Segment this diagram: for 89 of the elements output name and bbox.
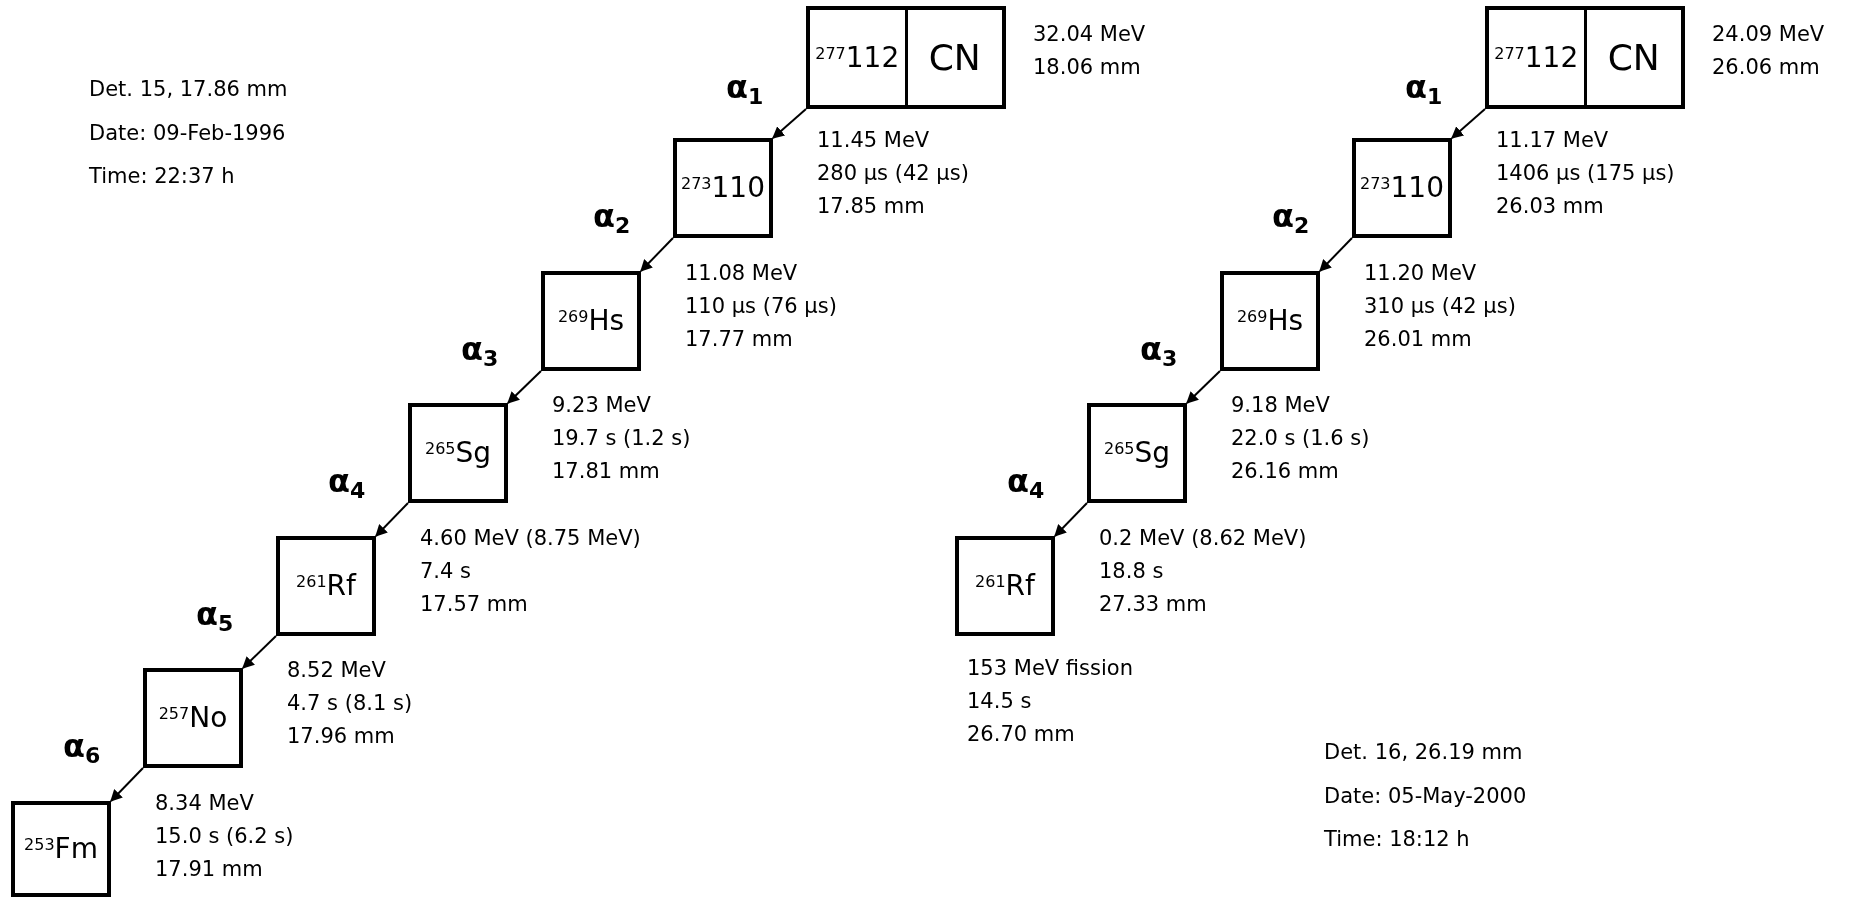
note-text: Date: 09-Feb-1996 — [89, 123, 286, 144]
edge-label: α$_{2}$ — [593, 200, 631, 232]
nuclide-box — [1220, 271, 1320, 371]
arrow — [375, 502, 409, 537]
decay-data-text: 0.2 MeV (8.62 MeV) — [1099, 528, 1307, 549]
nuclide-box — [1087, 403, 1187, 503]
decay-data-text: 19.7 s (1.2 s) — [552, 428, 691, 449]
nuclide-label: $^{257}$No — [158, 704, 228, 732]
nuclide-label: $^{253}$Fm — [24, 835, 98, 863]
nuclide-label: $^{261}$Rf — [296, 572, 356, 600]
decay-data-text: 1406 µs (175 µs) — [1496, 163, 1675, 184]
note-text: Det. 15, 17.86 mm — [89, 79, 288, 100]
arrow — [1054, 502, 1088, 537]
nuclide-label: CN — [928, 39, 981, 76]
decay-data-text: 26.06 mm — [1712, 57, 1820, 78]
nuclide-box — [673, 138, 773, 238]
nuclide-label: $^{277}$112 — [815, 43, 900, 72]
decay-data-text: 11.45 MeV — [817, 130, 930, 151]
decay-data-text: 4.7 s (8.1 s) — [287, 693, 413, 714]
nuclide-box — [955, 536, 1055, 636]
note-text: Time: 22:37 h — [89, 166, 235, 187]
decay-data-text: 17.77 mm — [685, 329, 793, 350]
arrow — [640, 237, 674, 272]
decay-data-text: 26.01 mm — [1364, 329, 1472, 350]
decay-data-text: 17.91 mm — [155, 859, 263, 880]
edge-label: α$_{3}$ — [461, 333, 499, 365]
nuclide-box — [276, 536, 376, 636]
nuclide-label: $^{261}$Rf — [975, 572, 1035, 600]
decay-data-text: 9.23 MeV — [552, 395, 651, 416]
decay-data-text: 22.0 s (1.6 s) — [1231, 428, 1370, 449]
decay-data-text: 17.81 mm — [552, 461, 660, 482]
decay-data-text: 310 µs (42 µs) — [1364, 296, 1516, 317]
decay-data-text: 15.0 s (6.2 s) — [155, 826, 294, 847]
decay-data-text: 8.52 MeV — [287, 660, 386, 681]
edge-label: α$_{4}$ — [328, 465, 366, 497]
decay-data-text: 11.08 MeV — [685, 263, 798, 284]
decay-data-text: 9.18 MeV — [1231, 395, 1330, 416]
edge-label: α$_{5}$ — [196, 598, 234, 630]
arrow — [772, 108, 807, 139]
nuclide-label: CN — [1607, 39, 1660, 76]
arrow — [242, 635, 277, 669]
decay-data-text: 280 µs (42 µs) — [817, 163, 969, 184]
nuclide-label: $^{265}$Sg — [424, 439, 492, 467]
nuclide-label: $^{265}$Sg — [1103, 439, 1171, 467]
edge-label: α$_{2}$ — [1272, 200, 1310, 232]
decay-data-text: 11.17 MeV — [1496, 130, 1609, 151]
nuclide-label: $^{277}$112 — [1494, 43, 1579, 72]
edge-label: α$_{3}$ — [1140, 333, 1178, 365]
nuclide-box — [408, 403, 508, 503]
decay-data-text: 4.60 MeV (8.75 MeV) — [420, 528, 641, 549]
decay-data-text: 11.20 MeV — [1364, 263, 1477, 284]
decay-data-text: 7.4 s — [420, 561, 471, 582]
decay-data-text: 26.70 mm — [967, 724, 1075, 745]
note-text: Det. 16, 26.19 mm — [1324, 742, 1523, 763]
decay-data-text: 110 µs (76 µs) — [685, 296, 837, 317]
decay-data-text: 17.96 mm — [287, 726, 395, 747]
decay-data-text: 26.03 mm — [1496, 196, 1604, 217]
decay-data-text: 17.85 mm — [817, 196, 925, 217]
nuclide-label: $^{269}$Hs — [557, 307, 625, 335]
note-text: Time: 18:12 h — [1324, 829, 1470, 850]
arrow — [1451, 108, 1486, 139]
decay-data-text: 32.04 MeV — [1033, 24, 1146, 45]
edge-label: α$_{4}$ — [1007, 465, 1045, 497]
edge-label: α$_{1}$ — [1405, 71, 1443, 103]
edge-label: α$_{6}$ — [63, 730, 101, 762]
decay-data-text: 18.06 mm — [1033, 57, 1141, 78]
arrow — [110, 767, 144, 802]
arrow — [1319, 237, 1353, 272]
nuclide-box — [806, 6, 1006, 109]
decay-data-text: 153 MeV fission — [967, 658, 1133, 679]
nuclide-box — [11, 801, 111, 897]
decay-data-text: 26.16 mm — [1231, 461, 1339, 482]
decay-data-text: 27.33 mm — [1099, 594, 1207, 615]
nuclide-box — [143, 668, 243, 768]
nuclide-box — [1352, 138, 1452, 238]
arrow — [507, 370, 542, 404]
nuclide-label: $^{273}$110 — [1360, 174, 1444, 202]
note-text: Date: 05-May-2000 — [1324, 786, 1527, 807]
nuclide-label: $^{273}$110 — [681, 174, 765, 202]
decay-data-text: 24.09 MeV — [1712, 24, 1825, 45]
nuclide-box — [541, 271, 641, 371]
decay-data-text: 8.34 MeV — [155, 793, 254, 814]
decay-data-text: 17.57 mm — [420, 594, 528, 615]
decay-data-text: 18.8 s — [1099, 561, 1164, 582]
arrow — [1186, 370, 1221, 404]
edge-label: α$_{1}$ — [726, 71, 764, 103]
decay-data-text: 14.5 s — [967, 691, 1032, 712]
nuclide-label: $^{269}$Hs — [1236, 307, 1304, 335]
nuclide-box — [1485, 6, 1685, 109]
